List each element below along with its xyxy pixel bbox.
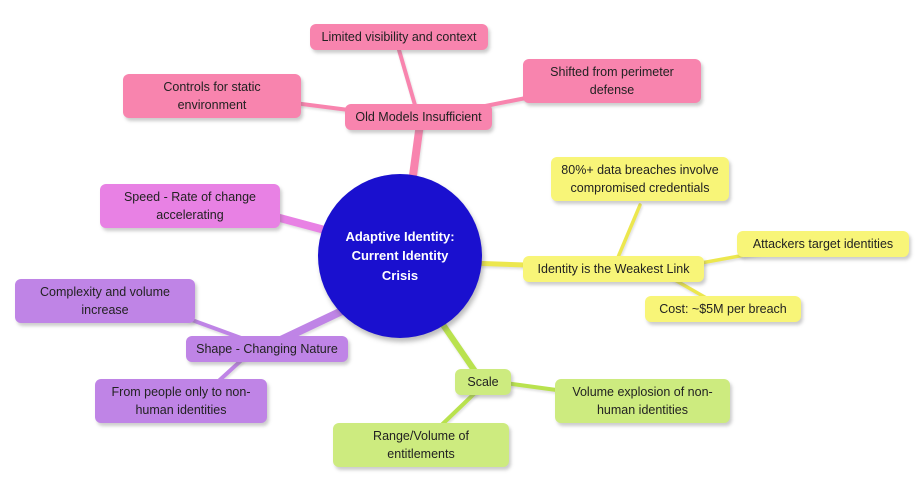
link-old-models-limited-visibility	[397, 48, 419, 114]
node-cost[interactable]: Cost: ~$5M per breach	[645, 296, 801, 323]
node-complexity[interactable]: Complexity and volume increase	[15, 279, 195, 324]
node-shape[interactable]: Shape - Changing Nature	[186, 336, 348, 363]
node-limited-visibility[interactable]: Limited visibility and context	[310, 24, 488, 51]
node-old-models[interactable]: Old Models Insufficient	[345, 104, 492, 131]
node-shifted-perimeter[interactable]: Shifted from perimeter defense	[523, 59, 701, 104]
central-topic-label: Adaptive Identity: Current Identity Cris…	[345, 228, 455, 283]
node-volume-explosion[interactable]: Volume explosion of non-human identities	[555, 379, 730, 424]
node-from-people[interactable]: From people only to non-human identities	[95, 379, 267, 424]
node-weakest-link[interactable]: Identity is the Weakest Link	[523, 256, 704, 283]
node-attackers[interactable]: Attackers target identities	[737, 231, 909, 258]
node-range-volume[interactable]: Range/Volume of entitlements	[333, 423, 509, 468]
central-topic[interactable]: Adaptive Identity: Current Identity Cris…	[318, 174, 482, 338]
link-weakest-breaches	[614, 203, 642, 264]
node-controls-static[interactable]: Controls for static environment	[123, 74, 301, 119]
node-breaches[interactable]: 80%+ data breaches involve compromised c…	[551, 157, 729, 202]
node-speed[interactable]: Speed - Rate of change accelerating	[100, 184, 280, 229]
node-scale[interactable]: Scale	[455, 369, 511, 396]
